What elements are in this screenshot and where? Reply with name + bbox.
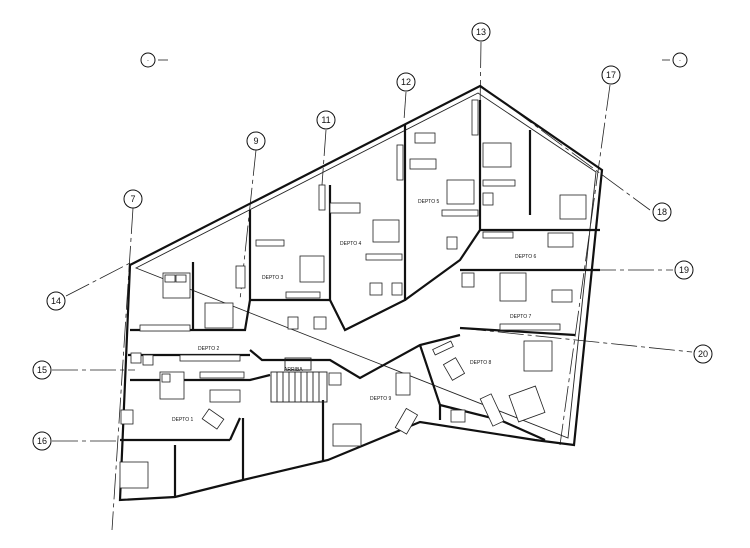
unit-label-depto-9: DEPTO 9 <box>370 396 392 402</box>
grid-bubble-7: 7 <box>123 189 143 209</box>
unit-label-depto-2: DEPTO 2 <box>198 346 220 352</box>
unit-label-depto-4: DEPTO 4 <box>340 241 362 247</box>
level-marker-left: - <box>140 52 156 68</box>
svg-text:-: - <box>147 58 149 64</box>
unit-label-depto-7: DEPTO 7 <box>510 314 532 320</box>
svg-text:17: 17 <box>606 70 616 80</box>
grid-bubble-18: 18 <box>652 202 672 222</box>
grid-bubbles: 7 9 11 12 13 17 14 15 <box>32 22 713 451</box>
unit-label-depto-1: DEPTO 1 <box>172 417 194 423</box>
level-marker-right: - <box>672 52 688 68</box>
grid-bubble-9: 9 <box>246 131 266 151</box>
svg-text:11: 11 <box>321 115 330 125</box>
unit-label-depto-5: DEPTO 5 <box>418 199 440 205</box>
svg-text:7: 7 <box>130 194 135 204</box>
grid-bubble-14: 14 <box>46 291 66 311</box>
grid-bubble-15: 15 <box>32 360 52 380</box>
svg-text:19: 19 <box>679 265 689 275</box>
stair-label: ARRIBA <box>284 367 303 373</box>
unit-label-depto-3: DEPTO 3 <box>262 275 284 281</box>
svg-text:9: 9 <box>253 136 258 146</box>
svg-text:16: 16 <box>37 436 47 446</box>
grid-bubble-12: 12 <box>396 72 416 92</box>
svg-text:-: - <box>679 58 681 64</box>
grid-bubble-13: 13 <box>471 22 491 42</box>
unit-labels: DEPTO 1 DEPTO 2 DEPTO 3 DEPTO 4 DEPTO 5 … <box>172 199 537 423</box>
svg-text:18: 18 <box>657 207 667 217</box>
grid-bubble-19: 19 <box>674 260 694 280</box>
grid-lines <box>52 41 693 531</box>
svg-text:12: 12 <box>401 77 411 87</box>
svg-text:13: 13 <box>476 27 486 37</box>
grid-bubble-16: 16 <box>32 431 52 451</box>
unit-label-depto-6: DEPTO 6 <box>515 254 537 260</box>
stair: ARRIBA <box>270 357 328 403</box>
furniture <box>119 99 587 489</box>
building-outline <box>118 84 604 502</box>
grid-bubble-20: 20 <box>693 344 713 364</box>
grid-bubble-11: 11 <box>316 110 336 130</box>
grid-bubble-17: 17 <box>601 65 621 85</box>
svg-text:14: 14 <box>51 296 61 306</box>
unit-label-depto-8: DEPTO 8 <box>470 360 492 366</box>
svg-text:20: 20 <box>698 349 708 359</box>
svg-text:15: 15 <box>37 365 47 375</box>
